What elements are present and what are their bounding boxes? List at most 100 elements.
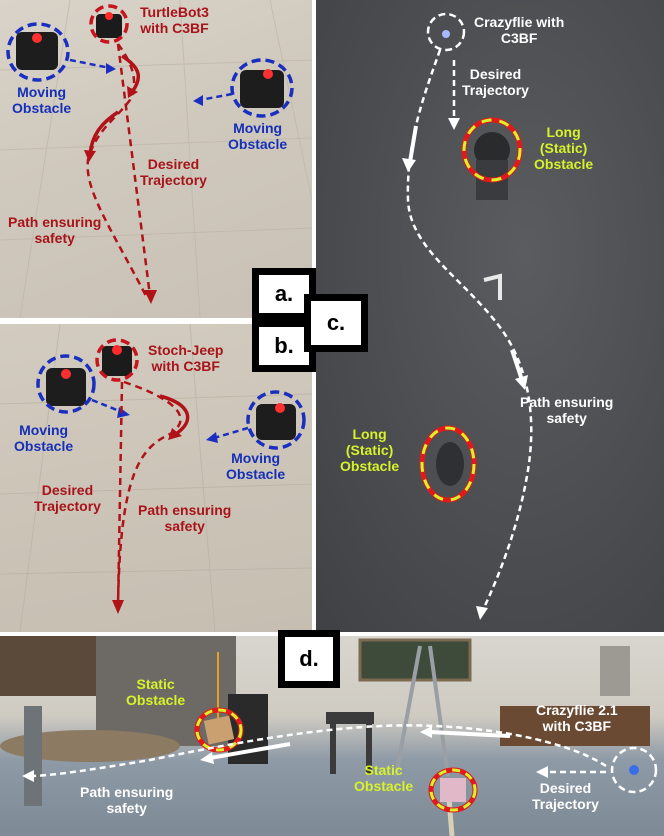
obstacle-motion-arrow (91, 398, 123, 414)
obstacle-highlight-circle (230, 58, 294, 118)
robot-label-line: with C3BF (151, 358, 220, 374)
robot-label: TurtleBot3 with C3BF (140, 4, 209, 36)
label-line: safety (106, 800, 147, 816)
turtlebot-robot (96, 12, 122, 38)
desired-trajectory-label: Desired Trajectory (532, 780, 599, 812)
desired-trajectory-label: Desired Trajectory (34, 482, 101, 514)
safe-path-arrow (429, 730, 511, 738)
long-static-obstacle-top (474, 132, 510, 200)
path-safety-label: Path ensuring safety (138, 502, 231, 534)
safe-path-arrow (88, 110, 119, 155)
label-line: Path ensuring (80, 784, 174, 800)
label-line: Long (352, 426, 387, 442)
long-obstacle-label-bottom: Long (Static) Obstacle (340, 426, 399, 474)
path-safety-label: Path ensuring safety (80, 784, 173, 816)
static-obstacle-box-right (440, 778, 466, 802)
label-line: Static (364, 762, 403, 778)
crazyflie-drone (629, 765, 639, 775)
panel-b-stoch-jeep: Stoch-Jeep with C3BF Moving Obstacle Mov… (0, 324, 312, 632)
safe-path-arrow (408, 125, 418, 163)
drone-highlight-circle (610, 746, 658, 794)
label-line: Moving (231, 450, 281, 466)
robot-label-line: C3BF (500, 30, 538, 46)
label-line: Trajectory (34, 498, 101, 514)
label-line: safety (34, 230, 75, 246)
label-line: Obstacle (534, 156, 594, 172)
label-line: Path ensuring (138, 502, 232, 518)
robot-highlight-circle (89, 4, 129, 44)
obstacle-motion-arrow (199, 92, 233, 102)
panel-tag-text: b. (274, 333, 294, 358)
robot-label: Crazyflie 2.1 with C3BF (536, 702, 618, 734)
label-line: Trajectory (532, 796, 599, 812)
moving-obstacle-label-left: Moving Obstacle (14, 422, 73, 454)
label-line: Static (136, 676, 175, 692)
safe-path-line (29, 724, 607, 778)
panel-tag-text: d. (299, 646, 319, 671)
path-safety-label: Path ensuring safety (8, 214, 101, 246)
robot-label-line: with C3BF (542, 718, 612, 734)
moving-obstacle-left-robot (16, 32, 58, 70)
label-line: Trajectory (140, 172, 207, 188)
static-obstacle-label-left: Static Obstacle (126, 676, 185, 708)
robot-label-line: Crazyflie with (474, 14, 565, 30)
robot-label: Stoch-Jeep with C3BF (148, 342, 223, 374)
label-line: Path ensuring (520, 394, 614, 410)
long-obstacle-label-top: Long (Static) Obstacle (534, 124, 593, 172)
moving-obstacle-label-left: Moving Obstacle (12, 84, 71, 116)
obstacle-ring-inner (195, 708, 243, 752)
obstacle-ring-inner (462, 118, 522, 182)
moving-obstacle-right-robot (240, 69, 284, 108)
obstacle-highlight-circle (36, 354, 96, 414)
label-line: Obstacle (12, 100, 72, 116)
robot-label-line: Stoch-Jeep (148, 342, 224, 358)
label-line: safety (164, 518, 205, 534)
safe-path-arrow (121, 54, 141, 94)
label-line: (Static) (345, 442, 394, 458)
desired-trajectory-line (116, 43, 152, 297)
label-line: Desired (41, 482, 94, 498)
panel-tag-c: c. (304, 294, 368, 352)
panel-c-crazyflie-long-obstacles: Crazyflie with C3BF Desired Trajectory L… (316, 0, 664, 632)
panel-a-graphics (0, 0, 312, 318)
label-line: Moving (233, 120, 283, 136)
moving-obstacle-left-robot (46, 368, 86, 406)
crazyflie-drone (442, 30, 450, 38)
safe-path-arrow (159, 394, 190, 436)
panel-c-graphics (402, 12, 533, 620)
path-safety-label: Path ensuring safety (520, 394, 613, 426)
obstacle-highlight-circle (246, 390, 306, 450)
label-line: Desired (147, 156, 200, 172)
label-line: Obstacle (126, 692, 186, 708)
moving-obstacle-label-right: Moving Obstacle (226, 450, 285, 482)
label-line: safety (546, 410, 587, 426)
label-line: Long (546, 124, 581, 140)
robot-label-line: with C3BF (140, 20, 209, 36)
robot-label: Crazyflie with C3BF (474, 14, 564, 46)
obstacle-ring-inner (429, 768, 477, 812)
panel-b-graphics (0, 324, 312, 632)
label-line: Trajectory (462, 82, 529, 98)
label-line: Moving (19, 422, 69, 438)
label-line: Desired (469, 66, 522, 82)
label-line: Obstacle (14, 438, 74, 454)
obstacle-highlight-circle (6, 22, 70, 82)
label-line: Obstacle (354, 778, 414, 794)
obstacle-motion-arrow (213, 426, 249, 440)
static-obstacle-label-right: Static Obstacle (354, 762, 413, 794)
label-line: (Static) (539, 140, 588, 156)
safe-path-arrow (209, 742, 291, 760)
long-static-obstacle-bottom (436, 442, 464, 486)
robot-highlight-circle (95, 338, 139, 382)
panel-tag-text: c. (326, 310, 346, 335)
panel-tag-d: d. (278, 630, 340, 688)
label-line: Path ensuring (8, 214, 102, 230)
panel-d-graphics (0, 636, 658, 836)
obstacle-ring-inner (420, 426, 476, 502)
stoch-jeep-robot (102, 345, 132, 376)
label-line: Moving (17, 84, 67, 100)
desired-trajectory-label: Desired Trajectory (462, 66, 529, 98)
obstacle-motion-arrow (69, 58, 111, 70)
panel-a-turtlebot: TurtleBot3 with C3BF Moving Obstacle Mov… (0, 0, 312, 318)
panel-tag-text: a. (274, 281, 294, 306)
